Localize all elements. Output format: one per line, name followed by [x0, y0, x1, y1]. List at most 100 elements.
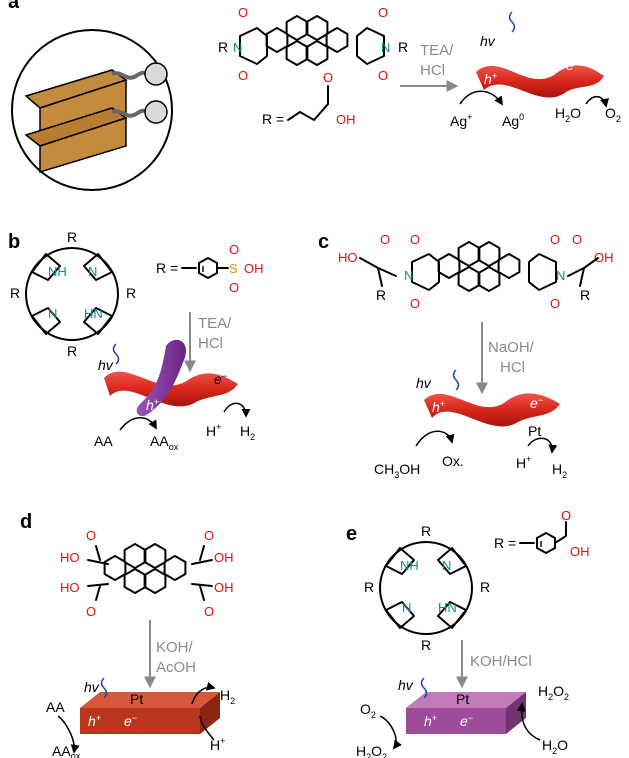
svg-text:O: O	[204, 528, 214, 543]
svg-text:OH: OH	[570, 544, 590, 559]
svg-text:R: R	[421, 523, 431, 539]
svg-text:N: N	[381, 40, 390, 55]
svg-text:H2O2: H2O2	[356, 743, 387, 758]
svg-text:O: O	[323, 70, 333, 85]
svg-text:KOH/HCl: KOH/HCl	[470, 653, 532, 670]
panel-c: c O O O O N N HO O R O OH R NaOH/ HCl hv…	[318, 231, 614, 480]
svg-text:R: R	[480, 579, 490, 595]
porphyrin-b	[25, 247, 119, 341]
svg-text:e−: e−	[566, 57, 579, 73]
svg-text:H2: H2	[240, 423, 255, 442]
svg-text:OH: OH	[244, 261, 264, 276]
svg-text:N: N	[233, 40, 242, 55]
svg-text:HCl: HCl	[500, 359, 525, 376]
assembly-icon	[11, 29, 173, 191]
svg-text:Ag0: Ag0	[502, 112, 524, 129]
svg-text:AA: AA	[94, 433, 113, 449]
svg-text:H+: H+	[206, 422, 221, 439]
perylene-structure-d	[105, 544, 186, 593]
light-wave-icon	[452, 369, 460, 391]
svg-text:HCl: HCl	[420, 62, 445, 79]
purple-ribbon-b	[136, 339, 187, 417]
svg-text:R: R	[364, 579, 374, 595]
svg-text:TEA/: TEA/	[420, 42, 454, 59]
svg-text:H2O: H2O	[542, 737, 568, 756]
panel-e-letter: e	[346, 523, 357, 545]
svg-text:hv: hv	[98, 357, 114, 373]
panel-a: a O O O O R N N R R = O OH TEA/ HC	[8, 0, 621, 191]
svg-text:Ox.: Ox.	[442, 453, 464, 469]
svg-text:h+: h+	[432, 399, 445, 415]
pdi-structure	[239, 16, 385, 65]
svg-text:AAox: AAox	[52, 743, 81, 758]
svg-text:OH: OH	[214, 550, 234, 565]
pdi-structure-c	[411, 242, 557, 291]
svg-text:R: R	[126, 285, 136, 301]
svg-text:O: O	[380, 232, 390, 247]
svg-text:R: R	[376, 287, 386, 303]
red-slab-d	[80, 692, 220, 734]
svg-text:O: O	[410, 296, 420, 311]
svg-text:H2O2: H2O2	[538, 683, 569, 702]
porphyrin-e	[379, 541, 473, 635]
svg-text:Pt: Pt	[130, 691, 143, 707]
svg-text:N: N	[402, 600, 411, 615]
svg-text:O: O	[550, 232, 560, 247]
svg-text:R =: R =	[262, 111, 284, 127]
svg-text:OH: OH	[336, 112, 356, 127]
svg-text:N: N	[404, 268, 413, 283]
svg-text:NH: NH	[48, 264, 67, 279]
red-ribbon-a	[476, 65, 604, 98]
svg-text:O2: O2	[360, 701, 376, 720]
svg-text:HO: HO	[60, 580, 80, 595]
svg-text:h+: h+	[146, 397, 159, 413]
svg-text:O: O	[378, 68, 388, 83]
svg-text:R =: R =	[156, 260, 178, 276]
panel-c-letter: c	[318, 231, 329, 253]
panel-b: b R R R R NH N N HN R = S O O OH TEA/ HC…	[8, 229, 264, 452]
svg-text:O: O	[378, 5, 388, 20]
svg-text:O: O	[561, 508, 571, 523]
svg-text:h+: h+	[424, 713, 437, 729]
svg-text:Ag+: Ag+	[450, 112, 472, 129]
svg-text:R: R	[421, 637, 431, 653]
svg-text:hv: hv	[398, 677, 414, 693]
panel-d: d HO HO O O OH OH O O KOH/ AcOH hv h+ e−…	[20, 511, 235, 758]
svg-text:AAox: AAox	[150, 433, 179, 452]
svg-text:OH: OH	[594, 250, 614, 265]
svg-text:R: R	[67, 343, 77, 359]
svg-text:O: O	[86, 528, 96, 543]
svg-text:CH3OH: CH3OH	[374, 461, 420, 480]
svg-text:TEA/: TEA/	[198, 315, 232, 332]
svg-text:HN: HN	[438, 600, 457, 615]
svg-text:N: N	[48, 306, 57, 321]
light-wave-icon	[100, 677, 108, 699]
light-wave-icon	[508, 11, 516, 33]
svg-text:O: O	[229, 242, 239, 257]
svg-text:HO: HO	[338, 250, 358, 265]
svg-text:O: O	[410, 232, 420, 247]
svg-text:N: N	[442, 558, 451, 573]
svg-text:AA: AA	[46, 699, 65, 715]
svg-text:R: R	[398, 39, 408, 55]
svg-text:hv: hv	[480, 33, 496, 49]
svg-text:O: O	[229, 280, 239, 295]
svg-text:e−: e−	[530, 395, 543, 411]
svg-text:OH: OH	[214, 580, 234, 595]
svg-text:R: R	[580, 287, 590, 303]
svg-text:h+: h+	[88, 713, 101, 729]
svg-text:O: O	[238, 68, 248, 83]
panel-b-letter: b	[8, 231, 20, 253]
svg-text:O2: O2	[605, 105, 621, 124]
svg-text:H2O: H2O	[555, 105, 581, 124]
light-wave-icon	[112, 343, 120, 365]
panel-d-letter: d	[20, 511, 32, 533]
light-wave-icon	[420, 677, 428, 699]
svg-text:N: N	[88, 264, 97, 279]
svg-text:hv: hv	[84, 679, 100, 695]
svg-text:R =: R =	[494, 535, 516, 551]
svg-text:R: R	[10, 285, 20, 301]
svg-text:R: R	[67, 229, 77, 245]
svg-text:Pt: Pt	[528, 423, 541, 439]
